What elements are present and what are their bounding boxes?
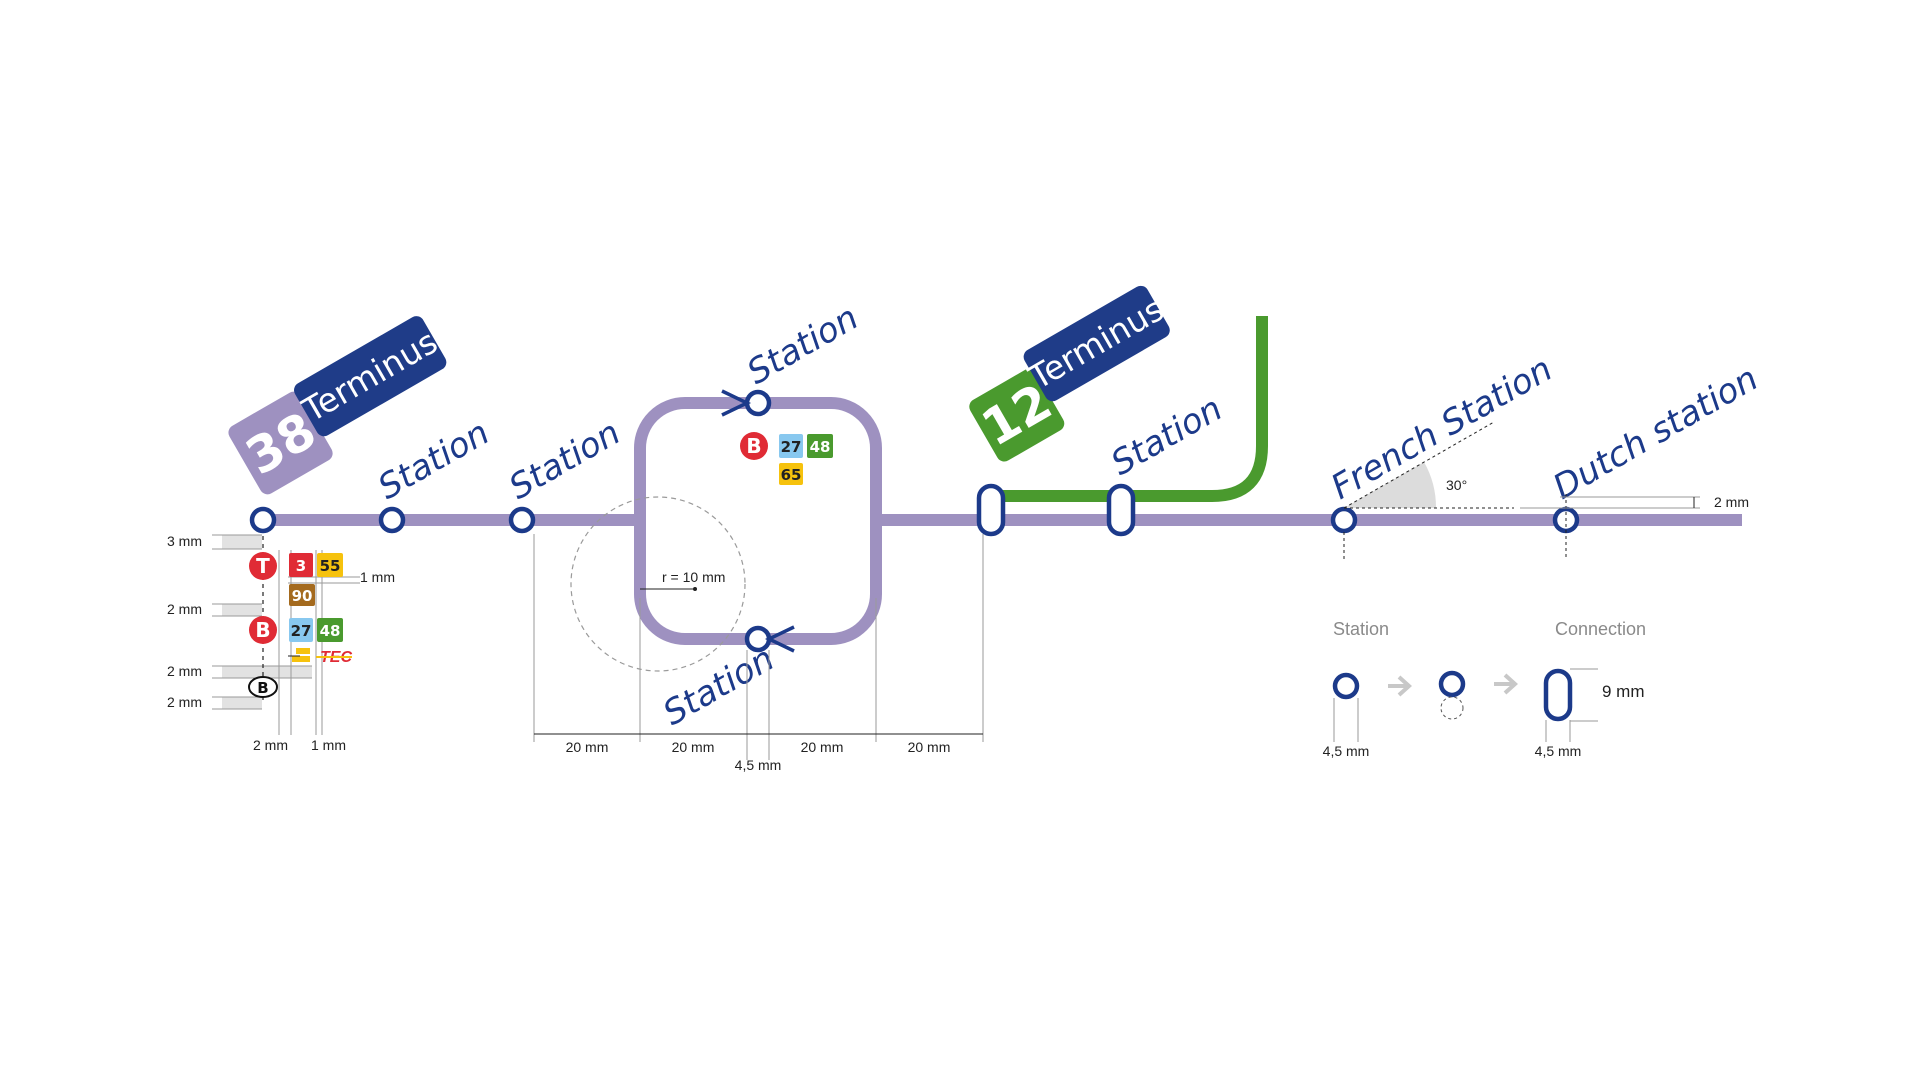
loop-connection-badges: B 27 48 65 <box>740 432 833 485</box>
badge-tram-55: 55 <box>320 557 341 575</box>
dim-angle: 30° <box>1446 477 1467 493</box>
station-loop-top-label: Station <box>741 298 866 393</box>
station-1 <box>378 506 406 534</box>
tram-letter: T <box>256 554 270 578</box>
loop-bottom-direction-icon <box>764 625 795 653</box>
station-1-label: Station <box>372 413 497 508</box>
green-line <box>1000 316 1268 502</box>
tram-icon <box>249 552 277 580</box>
loop-badge-48: 48 <box>810 438 831 456</box>
dim-20mm-d: 20 mm <box>908 739 951 755</box>
badge-bus-27: 27 <box>291 622 312 640</box>
legend-connection-title: Connection <box>1555 619 1646 639</box>
dim-2mm-c: 2 mm <box>167 694 202 710</box>
legend: Station Connection 4,5 mm 4,5 mm 9 mm <box>1323 619 1646 759</box>
station-dutch-label: Dutch station <box>1547 359 1765 508</box>
legend-connection-width: 4,5 mm <box>1535 743 1582 759</box>
sncb-icon <box>248 676 278 698</box>
angle-guides: 30° 2 mm <box>1343 421 1749 560</box>
spacing-dimension-guides <box>533 496 984 760</box>
dim-2mm-bottom: 2 mm <box>253 737 288 753</box>
dim-45mm-loop: 4,5 mm <box>735 757 782 773</box>
dim-2mm-right: 2 mm <box>1714 494 1749 510</box>
de-lijn-icon <box>288 648 310 662</box>
station-markers <box>249 389 1580 653</box>
left-dimension-guides <box>212 528 360 735</box>
left-dimension-labels: 3 mm 1 mm 2 mm 2 mm 2 mm 2 mm 1 mm <box>167 533 395 753</box>
dim-radius: r = 10 mm <box>662 569 725 585</box>
connection-green-station <box>1106 483 1136 537</box>
badge-tram-90: 90 <box>292 587 313 605</box>
dim-20mm-b: 20 mm <box>672 739 715 755</box>
station-terminus-left <box>249 506 277 534</box>
connection-12-terminus <box>976 483 1006 537</box>
station-2 <box>508 506 536 534</box>
dim-2mm-b: 2 mm <box>167 663 202 679</box>
station-french <box>1330 506 1358 534</box>
dim-20mm-a: 20 mm <box>566 739 609 755</box>
legend-connection-icon <box>1543 668 1573 722</box>
loop-bus-letter: B <box>746 434 761 458</box>
legend-arrow-icon-1 <box>1388 675 1412 697</box>
station-loop-bottom-label: Station <box>657 639 782 734</box>
legend-station-ghost-icon <box>1440 696 1464 720</box>
station-green-label: Station <box>1105 389 1230 484</box>
loop-badge-65: 65 <box>781 466 802 484</box>
legend-connection-height: 9 mm <box>1602 682 1645 701</box>
station-2-label: Station <box>503 413 628 508</box>
dim-3mm: 3 mm <box>167 533 202 549</box>
legend-station-icon-2 <box>1438 670 1466 698</box>
legend-station-icon <box>1332 672 1360 700</box>
badge-bus-48: 48 <box>320 622 341 640</box>
badge-tram-3: 3 <box>296 557 306 575</box>
dim-1mm-badges: 1 mm <box>360 569 395 585</box>
station-french-label: French Station <box>1325 349 1560 508</box>
legend-station-size: 4,5 mm <box>1323 743 1370 759</box>
loop-badge-27: 27 <box>781 438 802 456</box>
loop-top-direction-icon <box>721 389 752 417</box>
left-connection-badges: T 3 55 90 B 27 48 TEC B <box>248 552 352 698</box>
dim-20mm-c: 20 mm <box>801 739 844 755</box>
sncb-letter: B <box>257 679 268 697</box>
bus-icon <box>249 616 277 644</box>
loop-bus-icon <box>740 432 768 460</box>
legend-arrow-icon-2 <box>1494 673 1518 695</box>
dim-1mm-bottom: 1 mm <box>311 737 346 753</box>
legend-station-title: Station <box>1333 619 1389 639</box>
bus-letter: B <box>255 618 270 642</box>
dim-2mm-a: 2 mm <box>167 601 202 617</box>
spacing-dimension-labels: 20 mm 20 mm 20 mm 20 mm 4,5 mm r = 10 mm <box>566 569 951 773</box>
